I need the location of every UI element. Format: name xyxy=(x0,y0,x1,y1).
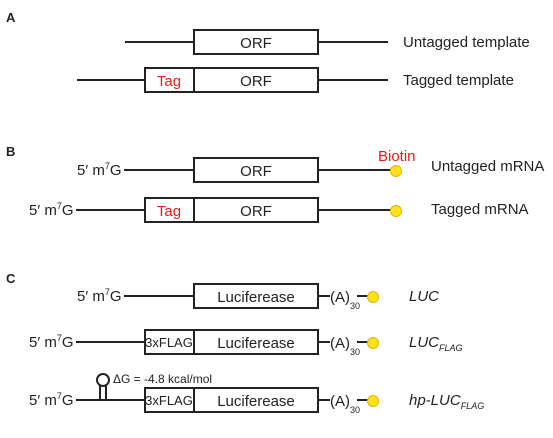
luc-flag-caption: LUCFLAG xyxy=(409,334,463,353)
polya-tail-label: (A)30 xyxy=(330,393,360,415)
cap-label: 5′ m7G xyxy=(77,161,122,179)
polya-tail-label: (A)30 xyxy=(330,289,360,311)
luc-caption: LUC xyxy=(409,288,439,305)
orf-label: ORF xyxy=(240,163,272,180)
luciferase-label: Luciferease xyxy=(217,289,295,306)
luciferase-label: Luciferease xyxy=(217,393,295,410)
flag-tag-label: 3xFLAG xyxy=(145,393,193,408)
tagged-mrna-construct: Tag ORF xyxy=(76,197,402,223)
untagged-mrna-caption: Untagged mRNA xyxy=(431,158,544,175)
orf-box xyxy=(193,67,319,93)
panel-label-c: C xyxy=(6,271,16,286)
flag-tag-box xyxy=(144,329,195,355)
luc-construct: Luciferease (A)30 xyxy=(124,283,379,311)
luciferase-box xyxy=(193,387,319,413)
cap-label: 5′ m7G xyxy=(29,333,74,351)
untagged-template-construct: ORF xyxy=(125,29,388,55)
orf-label: ORF xyxy=(240,35,272,52)
luciferase-label: Luciferease xyxy=(217,335,295,352)
orf-box xyxy=(193,29,319,55)
untagged-mrna-construct: ORF xyxy=(124,157,402,183)
orf-box xyxy=(193,197,319,223)
hp-luc-flag-caption: hp-LUCFLAG xyxy=(409,392,484,411)
polya-tail-label: (A)30 xyxy=(330,335,360,357)
biotin-dot xyxy=(390,205,402,217)
panel-label-a: A xyxy=(6,10,16,25)
tagged-template-caption: Tagged template xyxy=(403,72,514,89)
orf-label: ORF xyxy=(240,203,272,220)
biotin-dot xyxy=(367,395,379,407)
tagged-template-construct: Tag ORF xyxy=(77,67,388,93)
cap-label: 5′ m7G xyxy=(77,287,122,305)
orf-box xyxy=(193,157,319,183)
orf-label: ORF xyxy=(240,73,272,90)
biotin-dot xyxy=(367,291,379,303)
luc-flag-construct: 3xFLAG Luciferease (A)30 xyxy=(76,329,379,357)
hairpin-luc-flag-construct: ΔG = -4.8 kcal/mol 3xFLAG Luciferease (A… xyxy=(76,372,379,415)
biotin-label: Biotin xyxy=(378,148,416,165)
tag-label: Tag xyxy=(157,73,181,90)
hairpin-icon xyxy=(96,373,110,400)
hairpin-dg-label: ΔG = -4.8 kcal/mol xyxy=(113,372,212,386)
flag-tag-label: 3xFLAG xyxy=(145,335,193,350)
cap-label: 5′ m7G xyxy=(29,201,74,219)
tag-label: Tag xyxy=(157,203,181,220)
luciferase-box xyxy=(193,329,319,355)
cap-label: 5′ m7G xyxy=(29,391,74,409)
biotin-dot xyxy=(367,337,379,349)
luciferase-box xyxy=(193,283,319,309)
tagged-mrna-caption: Tagged mRNA xyxy=(431,201,529,218)
biotin-dot xyxy=(390,165,402,177)
untagged-template-caption: Untagged template xyxy=(403,34,530,51)
panel-label-b: B xyxy=(6,144,15,159)
